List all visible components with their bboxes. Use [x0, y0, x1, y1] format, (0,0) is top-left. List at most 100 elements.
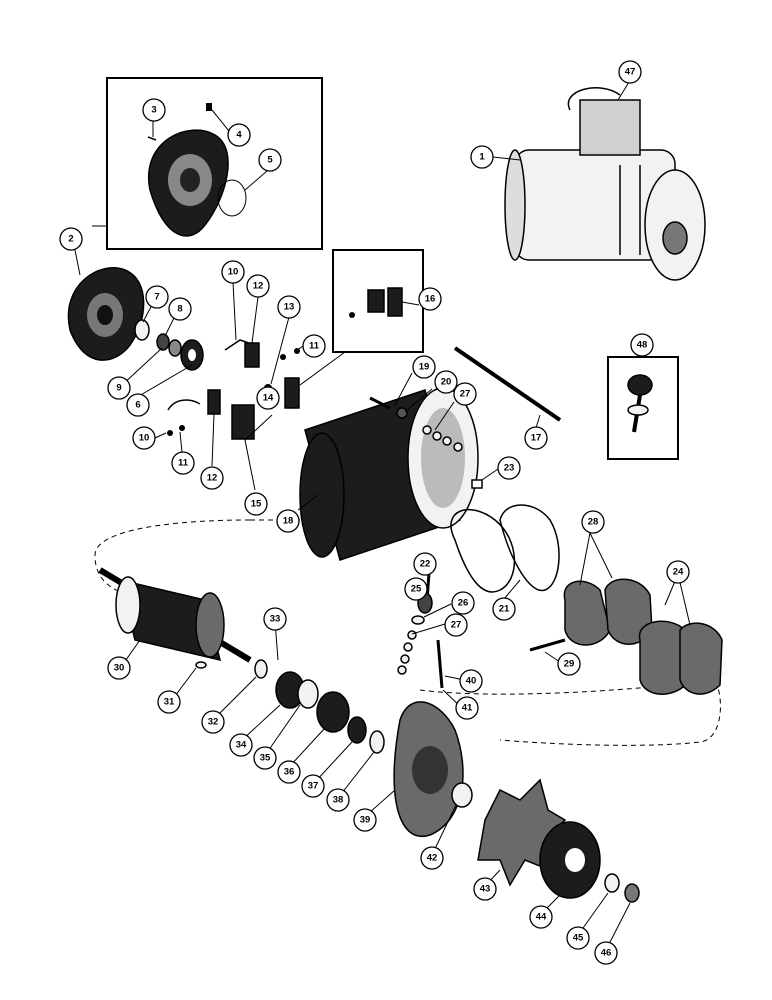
callout-26: 26 — [451, 591, 475, 615]
svg-text:44: 44 — [536, 912, 547, 923]
svg-text:20: 20 — [441, 377, 452, 388]
terminal-stud-parts — [397, 559, 433, 675]
svg-text:27: 27 — [451, 620, 462, 631]
callout-15: 15 — [244, 492, 268, 516]
callout-46: 46 — [594, 941, 618, 965]
svg-text:4: 4 — [236, 130, 242, 141]
callout-48: 48 — [630, 333, 654, 357]
callout-44: 44 — [529, 905, 553, 929]
callout-33: 33 — [263, 607, 287, 631]
svg-text:22: 22 — [420, 559, 431, 570]
callout-21: 21 — [492, 597, 516, 621]
svg-text:15: 15 — [251, 499, 262, 510]
callout-27b: 27 — [444, 613, 468, 637]
generator-assembly — [504, 87, 706, 281]
svg-text:30: 30 — [114, 663, 125, 674]
callout-11a: 11 — [302, 334, 326, 358]
callout-16: 16 — [418, 287, 442, 311]
pole-shoes — [529, 578, 723, 695]
svg-text:42: 42 — [427, 853, 438, 864]
callout-12a: 12 — [246, 274, 270, 298]
callout-10a: 10 — [221, 260, 245, 284]
svg-text:18: 18 — [283, 516, 294, 527]
svg-text:39: 39 — [360, 815, 371, 826]
callout-40: 40 — [459, 669, 483, 693]
callout-25: 25 — [404, 577, 428, 601]
callout-36: 36 — [277, 760, 301, 784]
field-yoke — [299, 387, 479, 561]
svg-text:28: 28 — [588, 517, 599, 528]
callout-31: 31 — [157, 690, 181, 714]
callout-8: 8 — [168, 297, 192, 321]
svg-text:26: 26 — [458, 598, 469, 609]
svg-text:45: 45 — [573, 933, 584, 944]
svg-text:3: 3 — [151, 105, 156, 116]
svg-text:11: 11 — [309, 341, 320, 352]
callout-7: 7 — [145, 285, 169, 309]
svg-text:10: 10 — [139, 433, 150, 444]
callout-24: 24 — [666, 560, 690, 584]
callout-12b: 12 — [200, 466, 224, 490]
svg-text:47: 47 — [625, 67, 636, 78]
callout-30: 30 — [107, 656, 131, 680]
through-bolt — [453, 346, 562, 422]
svg-text:24: 24 — [673, 567, 684, 578]
callout-9: 9 — [107, 376, 131, 400]
callout-2: 2 — [59, 227, 83, 251]
svg-text:1: 1 — [479, 152, 485, 163]
svg-text:2: 2 — [68, 234, 73, 245]
svg-text:21: 21 — [499, 604, 510, 615]
field-terminal-parts — [369, 396, 463, 452]
svg-text:29: 29 — [564, 659, 575, 670]
svg-text:16: 16 — [425, 294, 436, 305]
svg-text:36: 36 — [284, 767, 295, 778]
callout-28: 28 — [581, 510, 605, 534]
callout-41: 41 — [455, 696, 479, 720]
svg-text:38: 38 — [333, 795, 344, 806]
callout-43: 43 — [473, 877, 497, 901]
svg-text:37: 37 — [308, 781, 319, 792]
brush-holder-parts — [167, 339, 300, 440]
callout-39: 39 — [353, 808, 377, 832]
svg-text:14: 14 — [263, 393, 274, 404]
callout-37: 37 — [301, 774, 325, 798]
svg-text:12: 12 — [253, 281, 264, 292]
end-frame-bearing-parts — [134, 319, 204, 371]
callout-34: 34 — [229, 733, 253, 757]
callout-47: 47 — [618, 60, 642, 84]
callout-3: 3 — [142, 98, 166, 122]
svg-text:13: 13 — [284, 302, 295, 313]
svg-text:9: 9 — [116, 383, 121, 394]
callout-4: 4 — [227, 123, 251, 147]
svg-text:32: 32 — [208, 717, 219, 728]
commutator-end-frame — [67, 267, 145, 361]
svg-text:46: 46 — [601, 948, 612, 959]
svg-text:34: 34 — [236, 740, 247, 751]
callout-29: 29 — [557, 652, 581, 676]
svg-text:6: 6 — [135, 400, 140, 411]
callout-38: 38 — [326, 788, 350, 812]
svg-text:40: 40 — [466, 676, 477, 687]
svg-text:33: 33 — [270, 614, 281, 625]
drive-end-frame — [393, 639, 464, 838]
svg-text:43: 43 — [480, 884, 491, 895]
callout-23: 23 — [497, 456, 521, 480]
callout-6: 6 — [126, 393, 150, 417]
callout-13: 13 — [277, 295, 301, 319]
svg-text:17: 17 — [531, 433, 542, 444]
callout-45: 45 — [566, 926, 590, 950]
callout-5: 5 — [258, 148, 282, 172]
svg-text:19: 19 — [419, 362, 430, 373]
svg-text:25: 25 — [411, 584, 422, 595]
inset-leader-brush-holder — [299, 351, 346, 386]
field-coils — [450, 479, 560, 593]
inset-end-frame — [147, 103, 247, 237]
svg-text:41: 41 — [462, 703, 473, 714]
callout-18: 18 — [276, 509, 300, 533]
callout-22: 22 — [413, 552, 437, 576]
callout-11b: 11 — [171, 451, 195, 475]
callout-17: 17 — [524, 426, 548, 450]
svg-text:8: 8 — [177, 304, 182, 315]
inset-terminal — [627, 374, 653, 433]
